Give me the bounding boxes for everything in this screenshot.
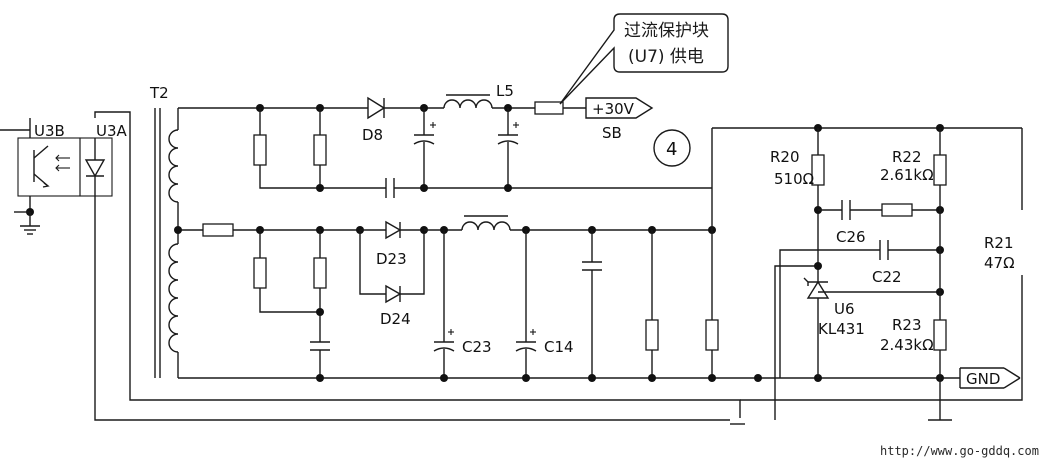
circle-marker (653, 129, 691, 167)
label-u6-part: KL431 (818, 320, 865, 338)
callout-line-2: (U7) 供电 (628, 47, 704, 67)
label-r22-value: 2.61kΩ (880, 166, 934, 184)
label-t2: T2 (149, 84, 169, 102)
label-u6: U6 (834, 300, 855, 318)
label-circle-number: 4 (666, 139, 677, 160)
label-d24: D24 (380, 310, 411, 328)
label-r23-value: 2.43kΩ (880, 336, 934, 354)
optocoupler-u3 (0, 111, 745, 425)
label-l5: L5 (496, 82, 514, 100)
feedback-network (712, 124, 1023, 421)
label-gnd: GND (966, 370, 1000, 388)
label-r20-value: 510Ω (774, 170, 814, 188)
label-u3b: U3B (34, 122, 65, 140)
label-d23: D23 (376, 250, 407, 268)
main-output (174, 128, 960, 382)
label-c14: C14 (544, 338, 574, 356)
label-r20: R20 (770, 148, 800, 166)
label-c22: C22 (872, 268, 902, 286)
callout-line-1: 过流保护块 (624, 21, 709, 41)
label-plus30v: +30V (592, 100, 635, 118)
label-r23: R23 (892, 316, 922, 334)
label-d8: D8 (362, 126, 383, 144)
label-r21-value: 47Ω (984, 254, 1015, 272)
label-sb: SB (602, 124, 622, 142)
watermark-url: http://www.go-gddq.com (880, 444, 1039, 458)
label-r22: R22 (892, 148, 922, 166)
label-c26: C26 (836, 228, 866, 246)
label-r21: R21 (984, 234, 1014, 252)
label-c23: C23 (462, 338, 492, 356)
label-u3a: U3A (96, 122, 128, 140)
transformer-t2 (154, 108, 179, 378)
callout-overcurrent-supply (559, 13, 729, 105)
rail-30v (178, 94, 712, 198)
